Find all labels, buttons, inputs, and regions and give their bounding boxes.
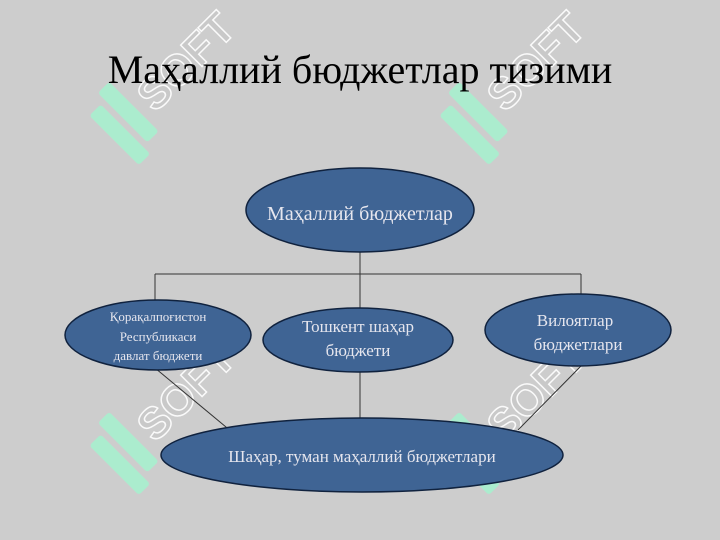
- root-node-label: Маҳаллий бюджетлар: [267, 203, 453, 225]
- node-regional-budgets: Вилоятлар бюджетлари: [484, 293, 672, 367]
- node-line: давлат бюджети: [114, 348, 203, 363]
- bottom-node-label: Шаҳар, туман маҳаллий бюджетлари: [228, 447, 495, 466]
- node-line: Вилоятлар: [537, 311, 613, 330]
- node-line: Қорақалпоғистон: [110, 309, 207, 324]
- slide-title: Маҳаллий бюджетлар тизими: [107, 47, 613, 92]
- connectors: [154, 252, 582, 433]
- node-line: Республикаси: [120, 329, 197, 344]
- node-line: бюджети: [326, 341, 391, 360]
- connector-karakalpak-bottom: [154, 367, 233, 433]
- node-line: Тошкент шаҳар: [302, 317, 414, 336]
- node-city-district-budgets: Шаҳар, туман маҳаллий бюджетлари: [160, 417, 564, 493]
- connector-regions-bottom: [517, 365, 582, 431]
- node-tashkent-budget: Тошкент шаҳар бюджети: [262, 307, 454, 373]
- node-karakalpakstan-budget: Қорақалпоғистон Республикаси давлат бюдж…: [64, 299, 252, 371]
- node-line: бюджетлари: [534, 335, 623, 354]
- root-node: Маҳаллий бюджетлар: [245, 167, 475, 253]
